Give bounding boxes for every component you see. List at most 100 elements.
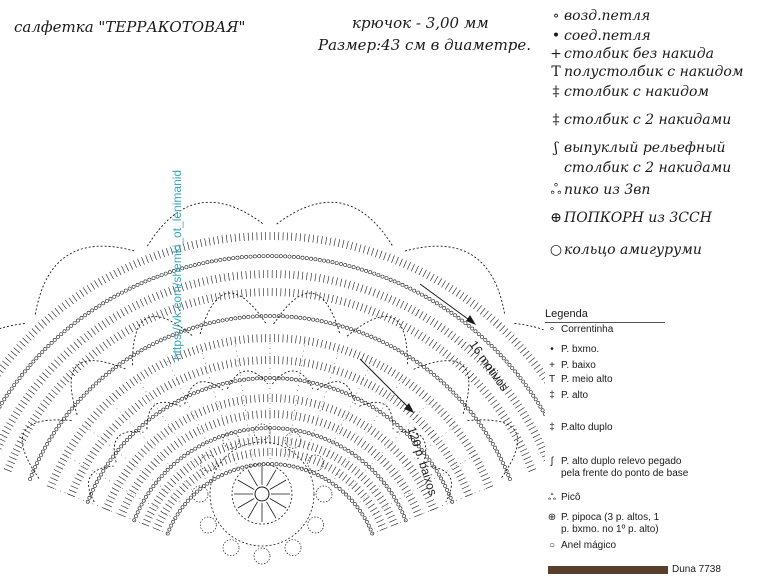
stitch-mark — [418, 267, 423, 276]
chain-stitch — [337, 486, 342, 491]
stitch-mark — [427, 429, 434, 436]
chain-stitch — [298, 378, 303, 383]
stitch-mark — [401, 458, 409, 464]
stitch-mark — [339, 297, 343, 305]
chain-stitch — [147, 417, 152, 422]
stitch-mark — [200, 239, 203, 248]
stitch-mark — [482, 477, 490, 481]
stitch-mark — [85, 458, 93, 463]
stitch-mark — [112, 392, 118, 400]
stitch-mark — [496, 322, 502, 329]
stitch-mark — [357, 472, 364, 479]
stitch-mark — [400, 300, 405, 309]
stitch-mark — [371, 488, 379, 494]
stitch-mark — [371, 248, 374, 256]
stitch-mark — [136, 320, 141, 329]
chain-stitch — [265, 254, 270, 258]
chain-stitch — [73, 403, 77, 408]
stitch-mark — [364, 354, 369, 363]
stitch-mark — [288, 449, 291, 458]
stitch-mark — [76, 473, 84, 478]
chain-stitch — [453, 313, 457, 318]
stitch-mark — [10, 452, 19, 457]
stitch-mark — [430, 433, 437, 439]
stitch-mark — [176, 303, 180, 312]
stitch-mark — [42, 372, 49, 379]
stitch-mark — [225, 234, 228, 243]
stitch-mark — [202, 406, 207, 415]
stitch-mark — [215, 402, 219, 411]
chain-stitch — [175, 459, 180, 464]
stitch-mark — [240, 451, 244, 460]
chain-stitch — [300, 255, 305, 260]
stitch-mark — [528, 426, 536, 431]
stitch-mark — [59, 379, 67, 386]
chain-stitch — [319, 474, 324, 479]
stitch-mark — [351, 466, 357, 473]
legend-ru-label: столбик с 2 накидами — [564, 160, 732, 176]
chain-stitch — [259, 426, 264, 431]
chain-stitch — [268, 376, 272, 380]
stitch-mark — [422, 269, 427, 278]
chain-stitch — [400, 350, 405, 355]
chain-stitch — [131, 284, 136, 289]
stitch-mark — [344, 460, 350, 468]
stitches-arrow — [359, 358, 411, 410]
stitch-mark — [179, 486, 186, 493]
stitch-mark — [176, 472, 183, 479]
stitch-mark — [147, 367, 153, 375]
stitch-mark — [97, 440, 105, 446]
stitch-mark — [370, 428, 376, 435]
stitch-mark — [411, 306, 416, 315]
stitch-mark — [525, 460, 533, 464]
stitch-mark — [405, 379, 411, 386]
stitch-mark — [401, 485, 409, 491]
stitch-mark — [41, 319, 48, 326]
stitch-mark — [370, 507, 378, 513]
stitch-mark — [360, 492, 367, 499]
stitch-mark — [92, 447, 100, 453]
stitch-mark — [347, 463, 354, 471]
stitch-mark — [450, 333, 457, 341]
stitch-mark — [493, 403, 500, 409]
chain-stitch — [69, 323, 74, 328]
stitch-mark — [79, 428, 86, 434]
chain-stitch — [197, 262, 201, 266]
stitch-mark — [80, 336, 86, 343]
stitch-mark — [485, 365, 493, 372]
stitch-mark — [299, 358, 302, 367]
stitch-mark — [128, 304, 133, 313]
single-crochet-icon: + — [550, 46, 562, 62]
chain-stitch — [212, 436, 217, 441]
chain-stitch — [445, 384, 450, 389]
chain-stitch — [418, 362, 423, 367]
stitch-mark — [335, 425, 340, 433]
stitch-mark — [221, 444, 226, 453]
stitch-mark — [89, 450, 97, 456]
chain-stitch — [268, 426, 272, 430]
stitch-mark — [356, 375, 361, 383]
stitch-mark — [329, 405, 334, 413]
chain-stitch — [216, 319, 221, 324]
stitch-mark — [325, 403, 329, 412]
chain-stitch — [228, 469, 232, 474]
stitch-mark — [299, 335, 302, 344]
inner-arch — [88, 465, 114, 503]
stitch-mark — [167, 381, 173, 389]
stitch-mark — [249, 288, 251, 297]
stitch-mark — [441, 280, 446, 288]
scallop-arch — [514, 322, 545, 331]
stitch-mark — [190, 460, 196, 468]
chain-stitch — [119, 444, 124, 449]
stitch-mark — [429, 318, 435, 326]
stitch-mark — [286, 437, 289, 446]
legend-pt-label: P. baixo — [561, 360, 596, 371]
stitch-mark — [258, 394, 260, 403]
chain-stitch — [349, 327, 353, 332]
stitch-mark — [335, 277, 338, 286]
stitch-mark — [187, 242, 190, 250]
chain-stitch — [45, 441, 50, 446]
stitch-mark — [108, 426, 116, 433]
stitch-mark — [468, 449, 476, 455]
